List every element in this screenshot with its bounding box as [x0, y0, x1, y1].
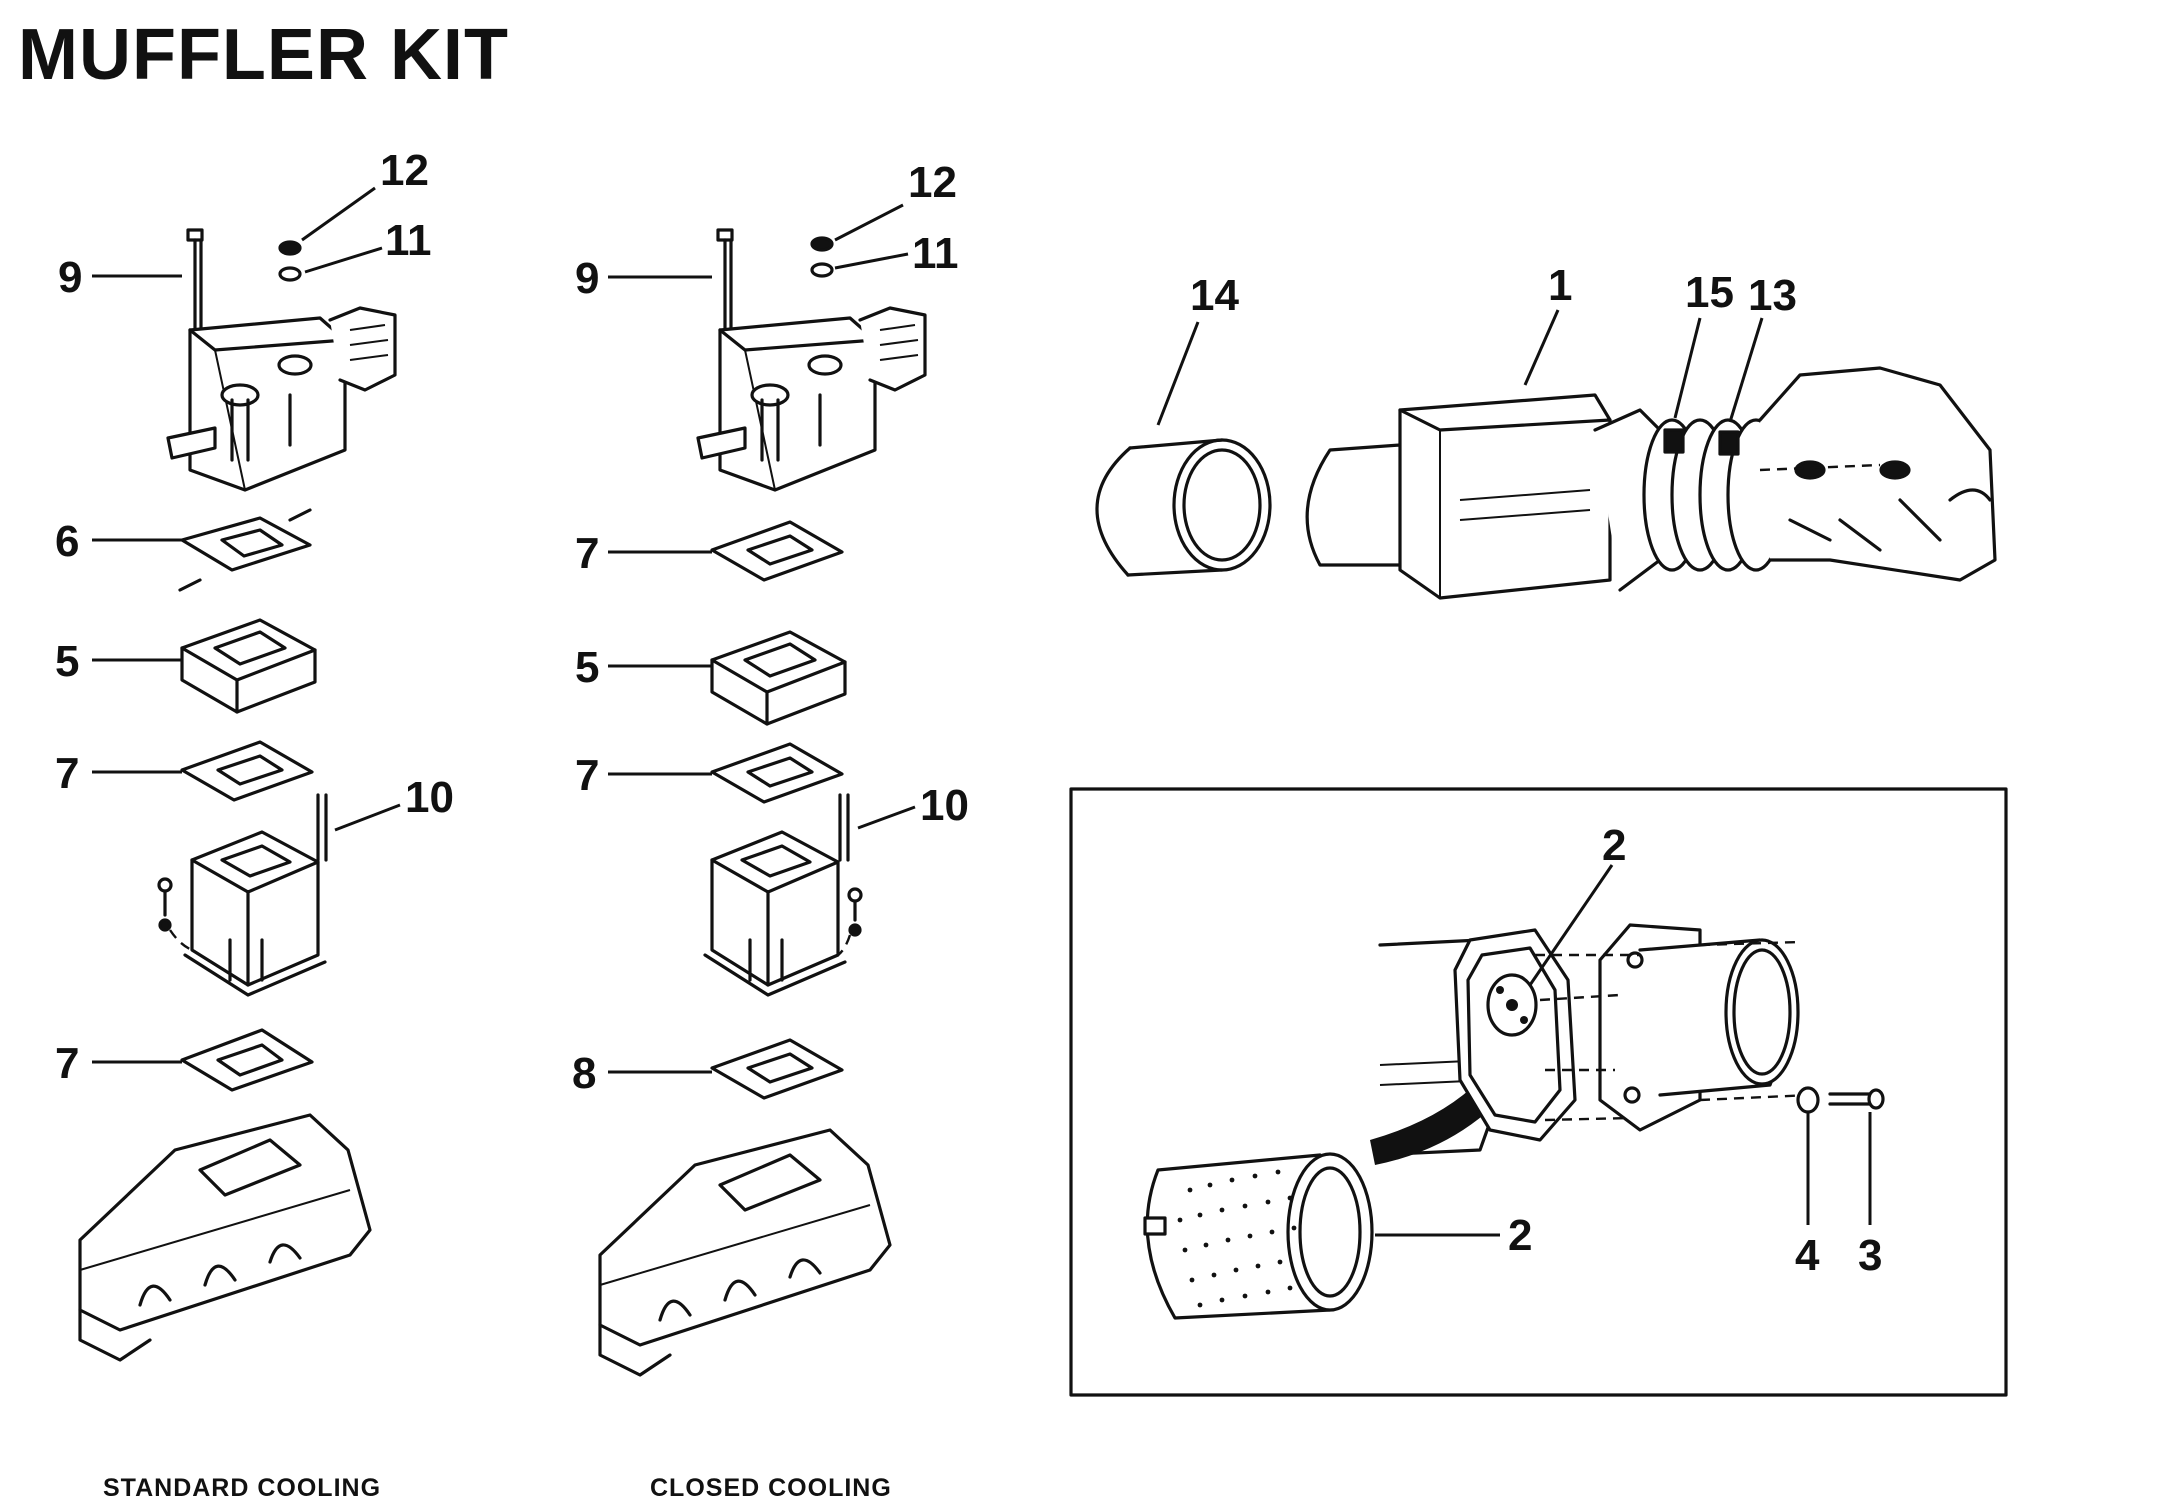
spacer-block-part — [710, 630, 847, 726]
gasket-part — [710, 742, 844, 804]
callout-cc-10: 10 — [920, 781, 969, 830]
callout-labels: 12 11 9 6 5 7 10 7 12 11 9 7 5 7 10 8 14… — [55, 146, 1882, 1280]
callout-std-7b: 7 — [55, 1039, 79, 1088]
hose-clamp-part — [1642, 418, 1786, 572]
riser-part — [703, 830, 863, 997]
callout-std-5: 5 — [55, 637, 79, 686]
callout-cc-12: 12 — [908, 158, 957, 207]
bolt-part — [186, 228, 204, 332]
callout-std-11: 11 — [385, 216, 432, 265]
callout-cc-8: 8 — [572, 1049, 596, 1098]
callout-cc-9: 9 — [575, 254, 599, 303]
exhaust-elbow-part — [696, 306, 927, 492]
perforated-tube-part — [1143, 1152, 1374, 1320]
washer-part — [810, 262, 834, 278]
callout-m-15: 15 — [1685, 268, 1734, 317]
gasket-part — [178, 508, 312, 592]
callout-std-7a: 7 — [55, 749, 79, 798]
muffler-assembly — [1095, 366, 1997, 600]
caption-closed-cooling: CLOSED COOLING — [650, 1474, 892, 1502]
standard-cooling-assembly — [78, 228, 397, 1362]
riser-part — [157, 830, 327, 997]
page-title: MUFFLER KIT — [18, 15, 509, 95]
screw-part — [1828, 1088, 1885, 1110]
callout-d-4: 4 — [1795, 1231, 1820, 1280]
exhaust-manifold-part — [78, 1113, 372, 1362]
callout-cc-11: 11 — [912, 229, 959, 278]
nut-part — [810, 236, 834, 252]
caption-standard-cooling: STANDARD COOLING — [103, 1474, 382, 1502]
exhaust-manifold-part — [1758, 366, 1997, 582]
callout-std-12: 12 — [380, 146, 429, 195]
gasket-part — [710, 1038, 844, 1100]
leader-lines — [92, 186, 1872, 1237]
stud-part — [838, 793, 850, 862]
detail-flange-assembly — [1143, 923, 1885, 1320]
sleeve-part — [1095, 438, 1272, 577]
callout-m-14: 14 — [1190, 271, 1239, 320]
callout-cc-7a: 7 — [575, 529, 599, 578]
callout-m-1: 1 — [1548, 261, 1572, 310]
gasket-part — [180, 1028, 314, 1092]
exhaust-manifold-part — [598, 1128, 892, 1377]
callout-d-2a: 2 — [1602, 821, 1626, 870]
washer-part — [278, 266, 302, 282]
stud-part — [316, 793, 328, 862]
callout-m-13: 13 — [1748, 271, 1797, 320]
gasket-part — [710, 520, 844, 582]
callout-cc-5: 5 — [575, 643, 599, 692]
callout-d-3: 3 — [1858, 1231, 1882, 1280]
callout-cc-7b: 7 — [575, 751, 599, 800]
gasket-part — [180, 740, 314, 802]
bolt-part — [716, 228, 734, 332]
muffler-part — [1305, 393, 1662, 600]
nut-part — [278, 240, 302, 256]
flange-part — [1453, 928, 1577, 1142]
outlet-tube-part — [1598, 923, 1800, 1132]
callout-std-9: 9 — [58, 253, 82, 302]
washer-part — [1796, 1086, 1820, 1114]
exhaust-elbow-part — [166, 306, 397, 492]
callout-std-10: 10 — [405, 773, 454, 822]
callout-std-6: 6 — [55, 517, 79, 566]
closed-cooling-assembly — [598, 228, 927, 1377]
spacer-block-part — [180, 618, 317, 714]
detail-box — [1069, 787, 2008, 1397]
callout-d-2b: 2 — [1508, 1211, 1532, 1260]
